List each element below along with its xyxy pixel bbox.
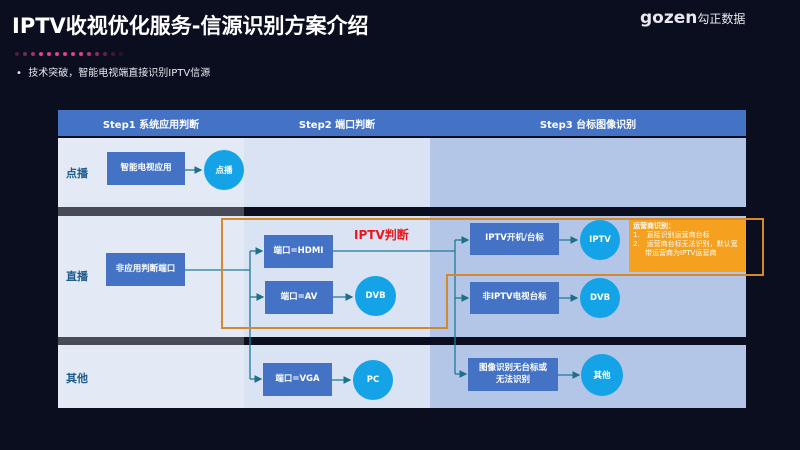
page-title: IPTV收视优化服务-信源识别方案介绍 [12,14,369,38]
circle-iptv: IPTV [580,220,620,260]
header-step2: Step2 端口判断 [244,110,430,136]
box-av: 端口=AV [265,281,333,314]
decorative-dots [15,52,123,56]
box-non-iptv: 非IPTV电视台标 [470,282,559,314]
bullet-point: • 技术突破，智能电视端直接识别IPTV信源 [16,68,211,79]
bullet-text: 技术突破，智能电视端直接识别IPTV信源 [28,68,211,79]
iptv-judge-label: IPTV判断 [354,228,409,242]
row-vod-step3-bg [430,138,746,207]
note-item: 2. 运营商台标无法识别，默认宽带运营商为IPTV运营商 [633,240,738,258]
row-label-live: 直播 [66,270,88,283]
iptv-judge-highlight [221,218,764,329]
row-label-other: 其他 [66,372,88,385]
circle-pc: PC [353,360,393,400]
logo-suffix: 勾正数据 [697,12,746,26]
box-iptv-boot: IPTV开机/台标 [470,223,559,255]
header-step1: Step1 系统应用判断 [58,110,244,136]
operator-note: 运营商识别： 1. 直接识别运营商台标 2. 运营商台标无法识别，默认宽带运营商… [629,220,746,272]
logo: gozen勾正数据 [640,8,745,28]
logo-brand: gozen [640,8,698,28]
box-non-app-port: 非应用判断端口 [106,253,185,286]
circle-dvb: DVB [355,276,396,316]
note-item: 1. 直接识别运营商台标 [633,231,710,240]
box-smart-app: 智能电视应用 [107,152,185,185]
circle-other: 其他 [581,354,623,396]
box-hdmi: 端口=HDMI [264,235,333,268]
circle-dvb-2: DVB [580,278,620,318]
header-step3: Step3 台标图像识别 [430,110,746,136]
circle-vod: 点播 [204,150,244,190]
note-title: 运营商识别： [633,222,675,230]
box-no-logo: 图像识别无台标或无法识别 [468,358,558,391]
row-label-vod: 点播 [66,167,88,180]
box-vga: 端口=VGA [263,363,332,396]
